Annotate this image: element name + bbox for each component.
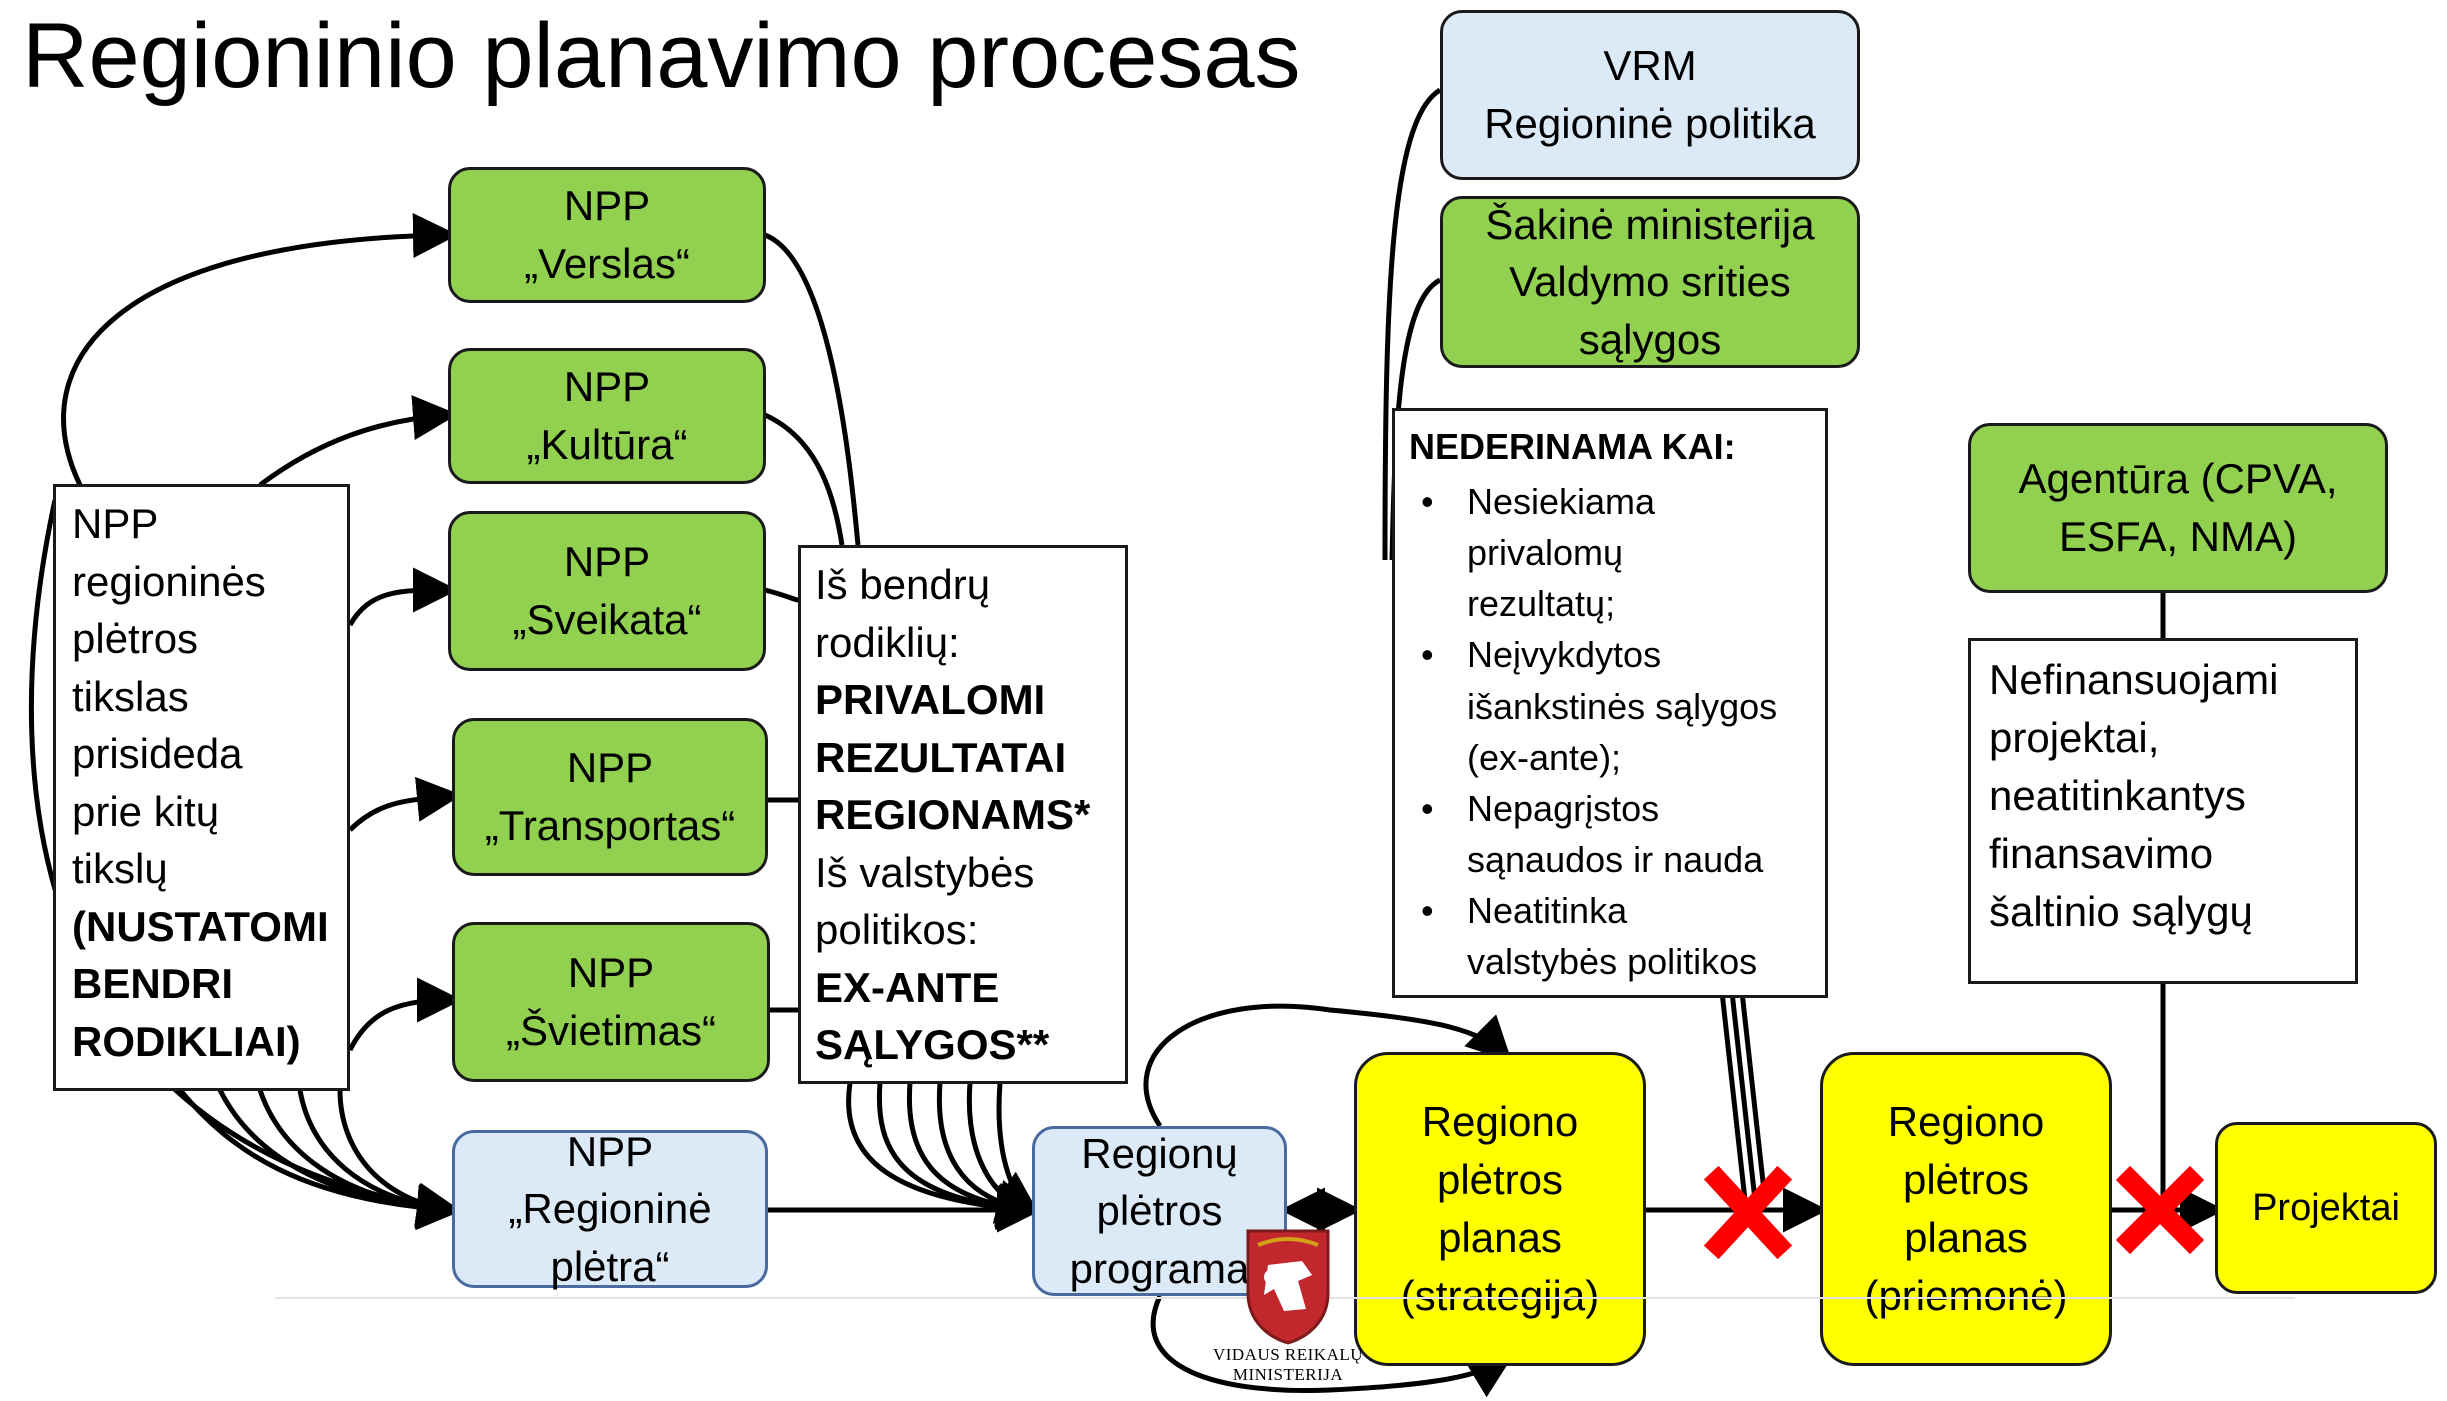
npp-regionine-pletra-box: NPP „Regioninė plėtra“	[452, 1128, 768, 1290]
npp-name: „Regioninė	[508, 1185, 712, 1233]
npp-verslas-box: NPP „Verslas“	[448, 167, 766, 303]
plan-label: plėtros	[1902, 1156, 2030, 1204]
plan-label: planas	[1904, 1214, 2028, 1261]
indicators-panel: Iš bendrų rodiklių: PRIVALOMI REZULTATAI…	[798, 545, 1128, 1084]
npp-name-cont: plėtra“	[550, 1242, 670, 1290]
projects-label: Projektai	[2252, 1186, 2400, 1229]
nederinama-heading: NEDERINAMA KAI:	[1409, 426, 1736, 467]
npp-name: „Transportas“	[484, 802, 736, 849]
indicators-bold: SĄLYGOS**	[815, 1021, 1050, 1069]
npp-transportas-box: NPP „Transportas“	[452, 718, 768, 876]
npp-svietimas-box: NPP „Švietimas“	[452, 922, 770, 1082]
nederinama-item: Neįvykdytos išankstinės sąlygos (ex-ante…	[1409, 629, 1811, 782]
program-label: programa	[1069, 1244, 1250, 1292]
npp-name: „Švietimas“	[505, 1007, 717, 1054]
goal-bold-line: RODIKLIAI)	[72, 1017, 301, 1065]
unfunded-line: Nefinansuojami	[1989, 656, 2279, 703]
npp-label: NPP	[563, 538, 651, 586]
npp-label: NPP	[563, 182, 651, 230]
unfunded-line: projektai,	[1989, 713, 2160, 761]
ministry-label: Šakinė ministerija	[1485, 201, 1815, 249]
unfunded-projects-panel: Nefinansuojami projektai, neatitinkantys…	[1968, 638, 2358, 984]
nederinama-item: Nepagrįstos sąnaudos ir nauda	[1409, 783, 1811, 885]
goal-line: tikslas	[72, 672, 189, 720]
projects-box: Projektai	[2215, 1122, 2437, 1294]
coat-of-arms-icon	[1246, 1229, 1330, 1345]
goal-line: NPP	[72, 500, 159, 547]
program-label: Regionų	[1081, 1130, 1238, 1178]
program-label: plėtros	[1096, 1187, 1223, 1235]
npp-kultura-box: NPP „Kultūra“	[448, 348, 766, 484]
npp-label: NPP	[566, 744, 654, 792]
unfunded-line: neatitinkantys	[1989, 771, 2246, 819]
npp-goal-panel: NPP regioninės plėtros tikslas prisideda…	[53, 484, 350, 1091]
indicators-bold: EX-ANTE	[815, 963, 1000, 1011]
agency-label: Agentūra (CPVA,	[2018, 455, 2338, 503]
vrm-box: VRM Regioninė politika	[1440, 10, 1860, 180]
npp-label: NPP	[563, 363, 651, 411]
plan-strategy-box: Regiono plėtros planas (strategija)	[1354, 1052, 1646, 1366]
indicators-intro: rodiklių:	[815, 618, 960, 666]
ministry-logo: VIDAUS REIKALŲ MINISTERIJA	[1198, 1225, 1378, 1384]
plan-label: Regiono	[1887, 1098, 2045, 1146]
plan-label: plėtros	[1436, 1156, 1564, 1204]
indicators-bold: REZULTATAI	[815, 733, 1067, 781]
goal-bold-line: (NUSTATOMI	[72, 902, 329, 950]
npp-name: „Kultūra“	[526, 421, 688, 468]
npp-sveikata-box: NPP „Sveikata“	[448, 511, 766, 671]
goal-line: plėtros	[72, 615, 199, 663]
indicators-bold: PRIVALOMI	[815, 676, 1046, 724]
indicators-intro: Iš bendrų	[815, 561, 991, 608]
npp-name: „Verslas“	[524, 240, 690, 287]
goal-line: prisideda	[72, 730, 243, 778]
npp-label: NPP	[566, 1128, 654, 1176]
logo-caption: MINISTERIJA	[1232, 1364, 1344, 1384]
indicators-intro: Iš valstybės	[815, 848, 1035, 896]
npp-name: „Sveikata“	[512, 596, 702, 643]
logo-caption: VIDAUS REIKALŲ	[1212, 1345, 1364, 1364]
goal-line: regioninės	[72, 557, 266, 605]
ministry-box: Šakinė ministerija Valdymo srities sąlyg…	[1440, 196, 1860, 368]
plan-label: (priemonė)	[1864, 1271, 2068, 1319]
nederinama-item: Nesiekiama privalomų rezultatų;	[1409, 476, 1811, 629]
nederinama-item: Neatitinka valstybės politikos	[1409, 885, 1811, 987]
unfunded-line: šaltinio sąlygų	[1989, 887, 2253, 935]
goal-line: tikslų	[72, 845, 168, 893]
goal-bold-line: BENDRI	[72, 960, 234, 1008]
agency-label: ESFA, NMA)	[2058, 513, 2298, 560]
plan-label: planas	[1438, 1214, 1562, 1261]
plan-label: Regiono	[1421, 1098, 1579, 1146]
agency-box: Agentūra (CPVA, ESFA, NMA)	[1968, 423, 2388, 593]
page-title: Regioninio planavimo procesas	[22, 5, 1301, 107]
indicators-intro: politikos:	[815, 906, 979, 954]
ministry-subtitle: Valdymo srities	[1509, 258, 1791, 306]
regional-program-box: Regionų plėtros programa	[1032, 1126, 1287, 1296]
goal-line: prie kitų	[72, 787, 220, 835]
ministry-subtitle: sąlygos	[1578, 315, 1722, 363]
npp-label: NPP	[567, 949, 655, 997]
vrm-subtitle: Regioninė politika	[1484, 100, 1816, 147]
vrm-label: VRM	[1603, 42, 1697, 90]
plan-measure-box: Regiono plėtros planas (priemonė)	[1820, 1052, 2112, 1366]
unfunded-line: finansavimo	[1989, 829, 2214, 877]
plan-label: (strategija)	[1400, 1271, 1600, 1319]
nederinama-panel: NEDERINAMA KAI: Nesiekiama privalomų rez…	[1392, 408, 1828, 998]
indicators-bold: REGIONAMS*	[815, 791, 1091, 839]
blocked-cross-icon	[2115, 1165, 2205, 1255]
blocked-cross-icon	[1703, 1165, 1793, 1260]
